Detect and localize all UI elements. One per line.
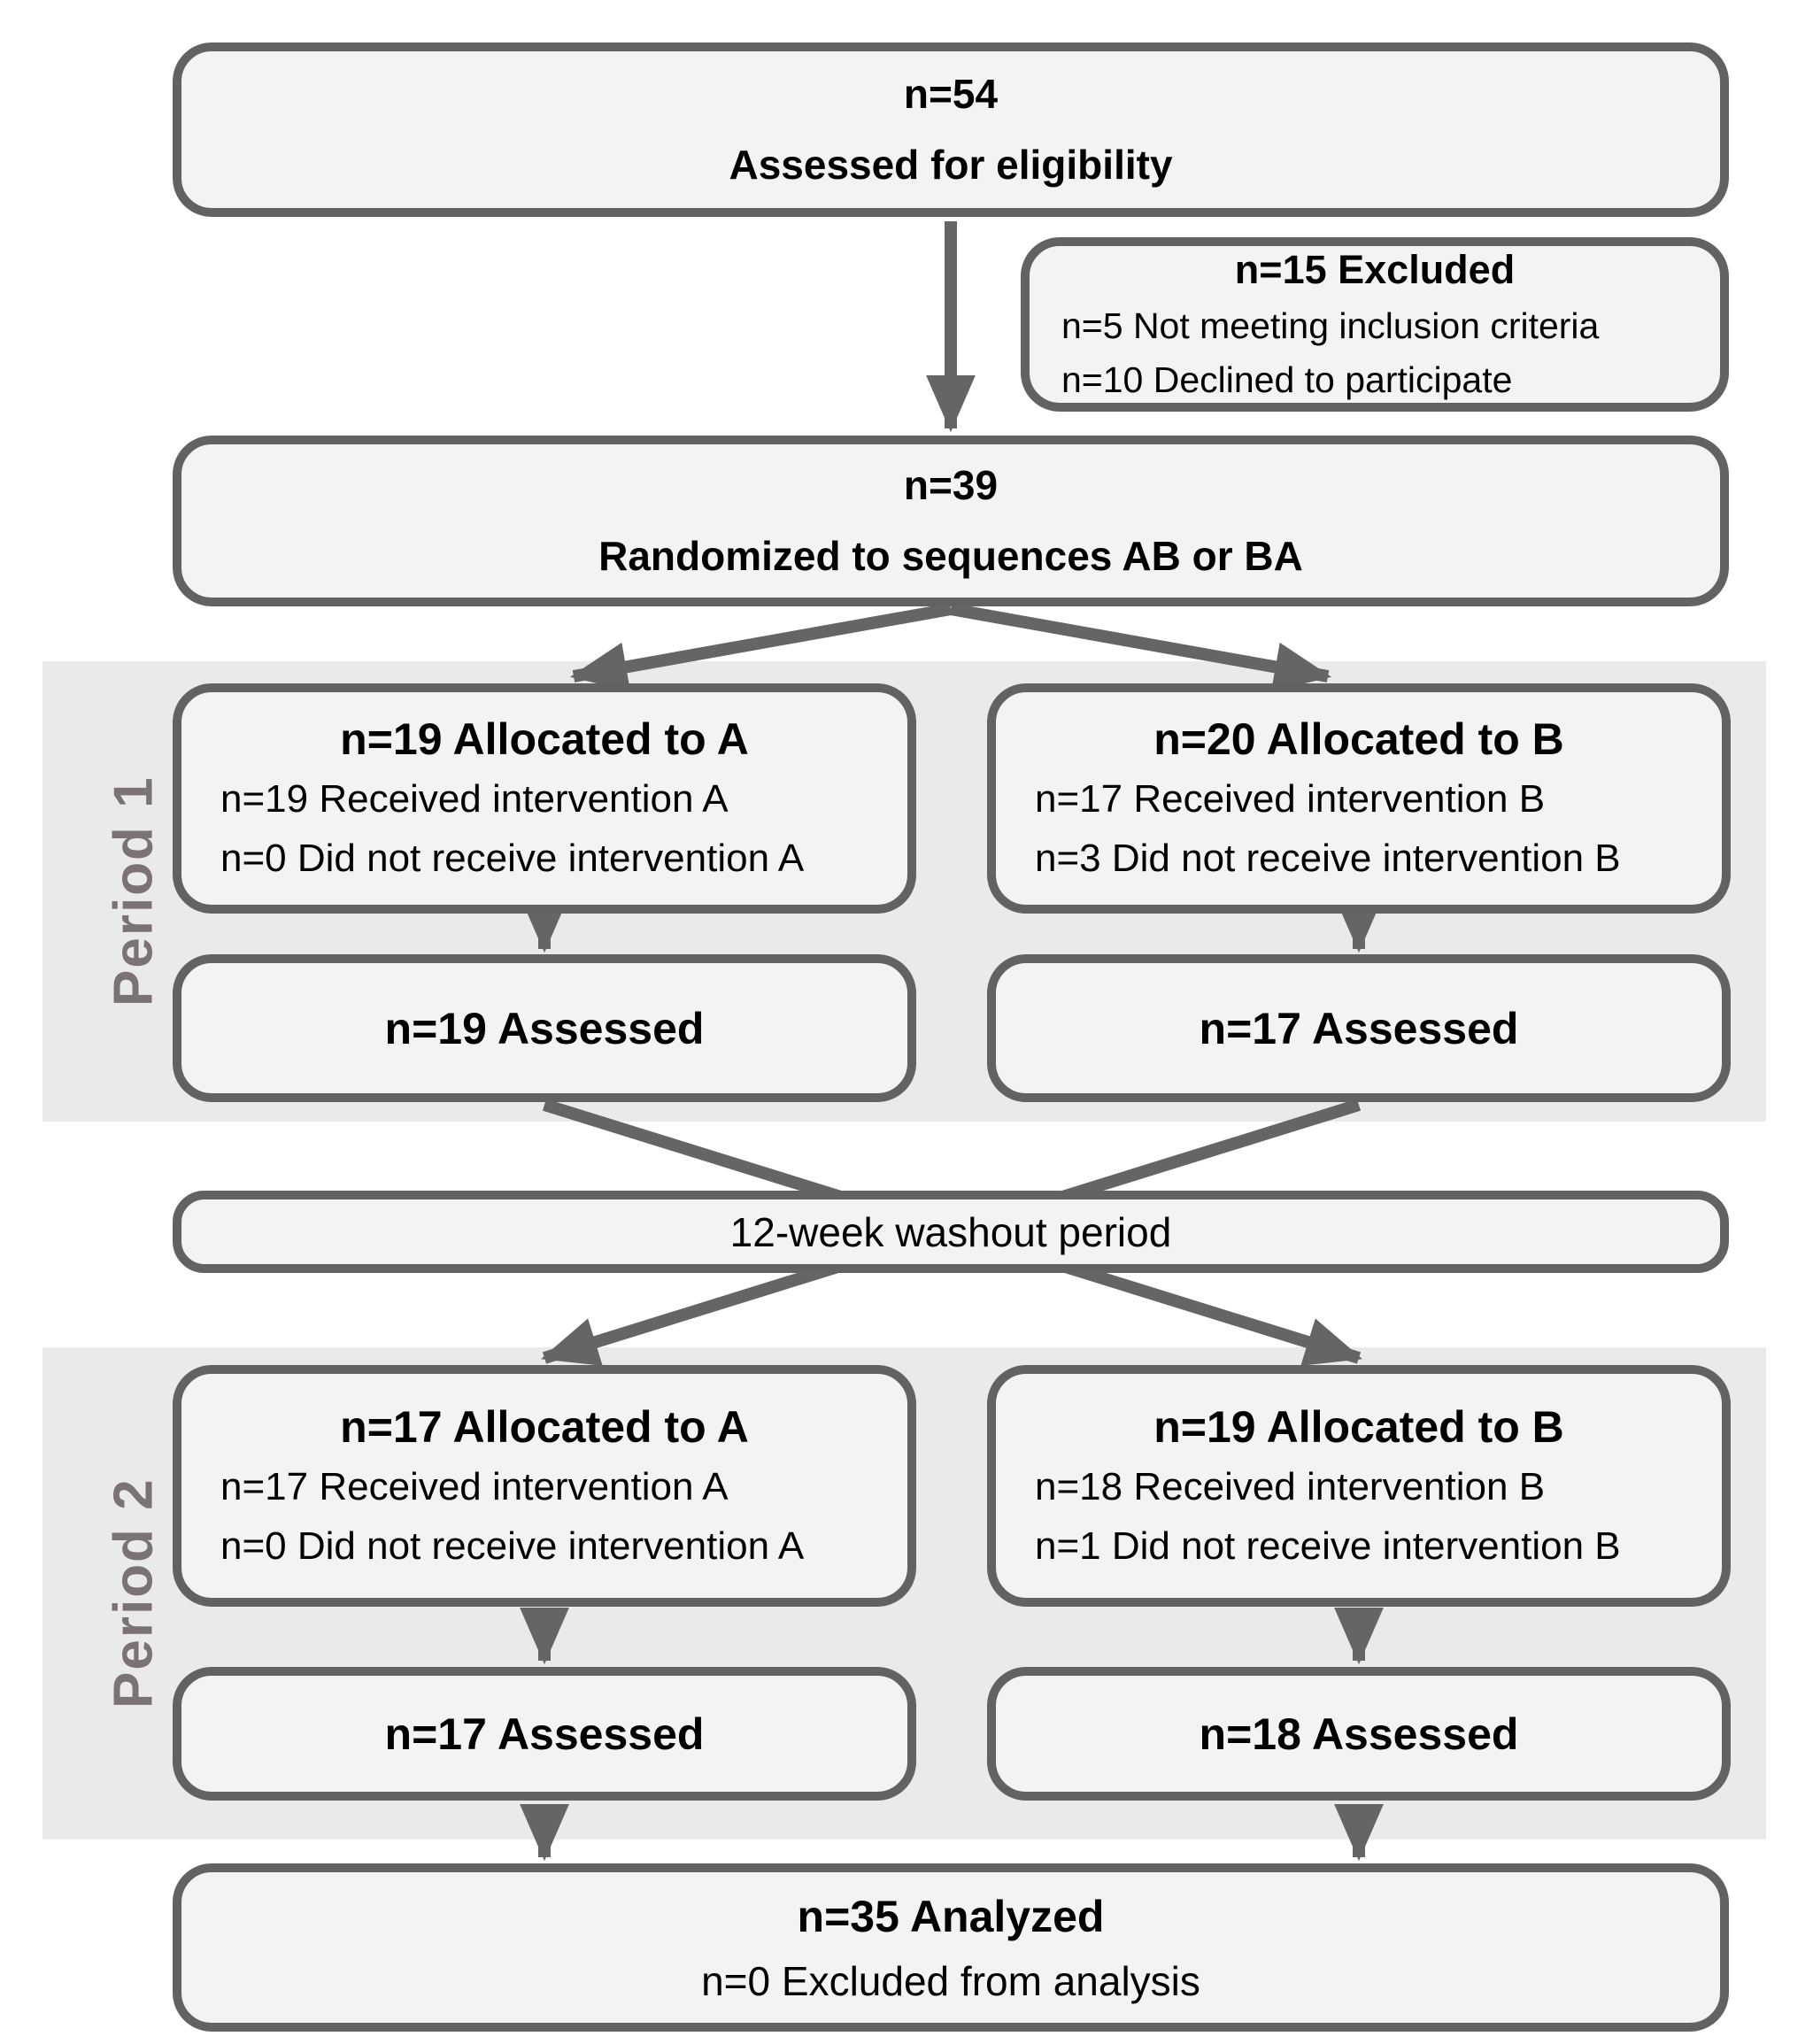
period1-allocated-b-detail: n=17 Received intervention B [1035, 777, 1546, 821]
period1-assessed-a-box: n=19 Assessed [173, 954, 916, 1102]
period2-assessed-b-box: n=18 Assessed [987, 1667, 1731, 1801]
arrow-randomized-to-allocated-a1 [569, 603, 953, 691]
period1-allocated-a-title: n=19 Allocated to A [340, 714, 749, 765]
analyzed-detail: n=0 Excluded from analysis [701, 1958, 1200, 2005]
period2-allocated-a-title: n=17 Allocated to A [340, 1401, 749, 1452]
period2-allocated-b-box: n=19 Allocated to B n=18 Received interv… [987, 1365, 1731, 1607]
period1-allocated-a-detail: n=19 Received intervention A [220, 777, 729, 821]
washout-label: 12-week washout period [729, 1208, 1172, 1255]
period1-allocated-a-box: n=19 Allocated to A n=19 Received interv… [173, 683, 916, 914]
period2-allocated-a-detail: n=17 Received intervention A [220, 1464, 729, 1508]
period2-allocated-a-details: n=17 Received intervention A n=0 Did not… [181, 1458, 907, 1577]
arrow-randomized-to-allocated-b1 [949, 603, 1332, 691]
period1-allocated-b-title: n=20 Allocated to B [1153, 714, 1564, 765]
randomized-count: n=39 [903, 462, 999, 509]
period2-allocated-b-detail: n=18 Received intervention B [1035, 1464, 1546, 1508]
eligibility-count: n=54 [903, 71, 999, 118]
period1-assessed-b-box: n=17 Assessed [987, 954, 1731, 1102]
analyzed-title: n=35 Analyzed [797, 1891, 1105, 1941]
period2-assessed-a-label: n=17 Assessed [384, 1708, 705, 1759]
excluded-reasons: n=5 Not meeting inclusion criteria n=10 … [1030, 299, 1720, 408]
excluded-title: n=15 Excluded [1234, 247, 1516, 293]
excluded-reason: n=5 Not meeting inclusion criteria [1061, 305, 1600, 346]
period1-allocated-b-detail: n=3 Did not receive intervention B [1035, 837, 1621, 880]
excluded-box: n=15 Excluded n=5 Not meeting inclusion … [1021, 237, 1729, 412]
period2-allocated-a-box: n=17 Allocated to A n=17 Received interv… [173, 1365, 916, 1607]
period2-assessed-a-box: n=17 Assessed [173, 1667, 916, 1801]
period1-assessed-b-label: n=17 Assessed [1199, 1003, 1519, 1053]
period1-allocated-b-details: n=17 Received intervention B n=3 Did not… [996, 770, 1722, 889]
period1-allocated-a-detail: n=0 Did not receive intervention A [220, 837, 805, 880]
eligibility-label: Assessed for eligibility [729, 141, 1173, 188]
period1-allocated-a-details: n=19 Received intervention A n=0 Did not… [181, 770, 907, 889]
randomized-label: Randomized to sequences AB or BA [598, 532, 1303, 579]
period2-allocated-b-title: n=19 Allocated to B [1153, 1401, 1564, 1452]
period1-assessed-a-label: n=19 Assessed [384, 1003, 705, 1053]
washout-box: 12-week washout period [173, 1191, 1729, 1273]
period1-allocated-b-box: n=20 Allocated to B n=17 Received interv… [987, 683, 1731, 914]
period2-allocated-b-detail: n=1 Did not receive intervention B [1035, 1523, 1621, 1568]
randomized-box: n=39 Randomized to sequences AB or BA [173, 436, 1729, 606]
period2-allocated-b-details: n=18 Received intervention B n=1 Did not… [996, 1458, 1722, 1577]
period2-assessed-b-label: n=18 Assessed [1199, 1708, 1519, 1759]
eligibility-box: n=54 Assessed for eligibility [173, 42, 1729, 217]
excluded-reason: n=10 Declined to participate [1061, 359, 1513, 401]
period2-allocated-a-detail: n=0 Did not receive intervention A [220, 1523, 805, 1568]
analyzed-box: n=35 Analyzed n=0 Excluded from analysis [173, 1863, 1729, 2032]
